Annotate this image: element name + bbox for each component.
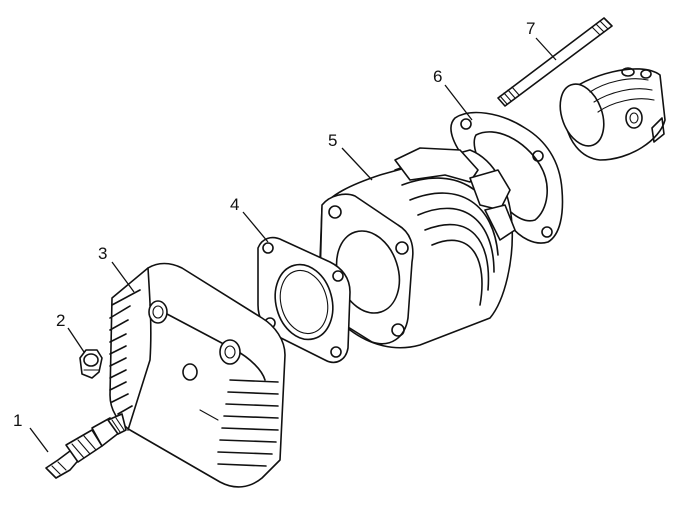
part-number-7: 7 [526,19,535,38]
part-number-4: 4 [230,195,239,214]
cylinder-head-part [109,262,286,488]
nut-part [79,349,103,379]
leader-lines [29,37,557,453]
part-number-3: 3 [98,244,107,263]
stud-bolt-part [497,17,613,107]
part-number-6: 6 [433,67,442,86]
spark-plug-part [45,413,127,479]
part-number-1: 1 [13,411,22,430]
part-number-5: 5 [328,131,337,150]
part-number-2: 2 [56,311,65,330]
piston-part [559,67,666,161]
